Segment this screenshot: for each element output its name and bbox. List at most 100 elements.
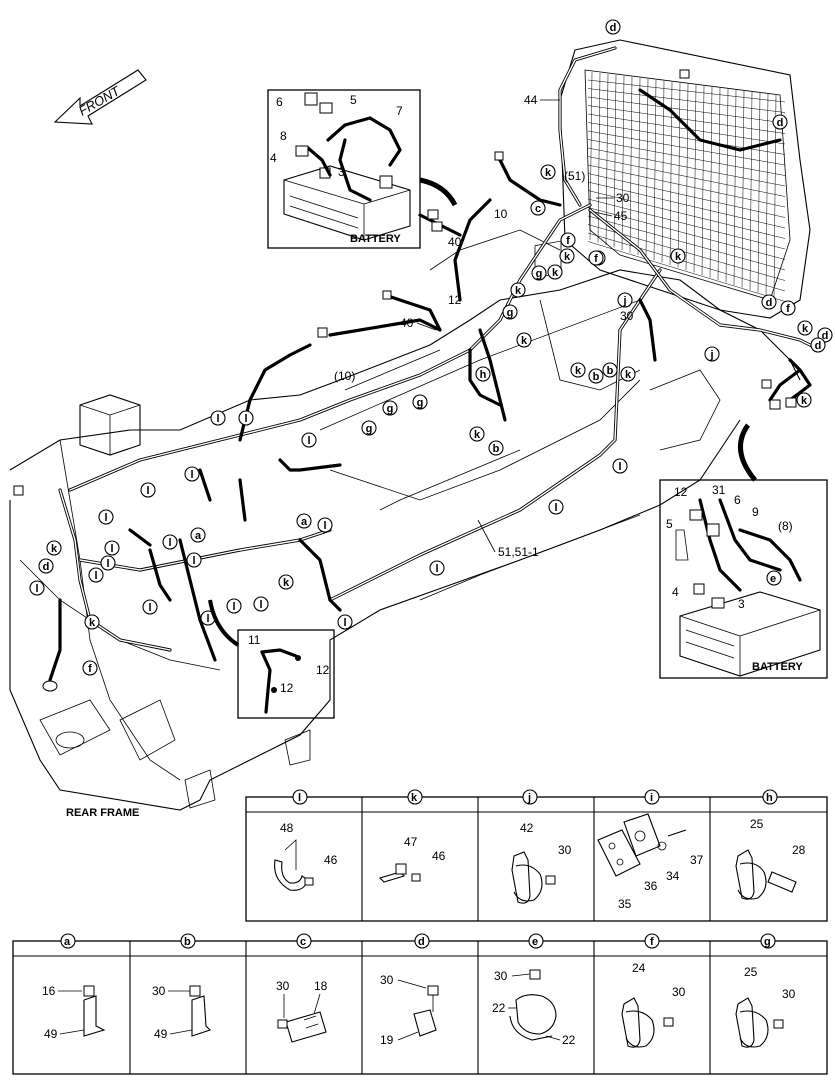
callout-letter: k (474, 429, 481, 441)
callout-letter: k (802, 323, 809, 335)
grille-mesh-line (613, 74, 617, 248)
detail-key-d: d (418, 936, 425, 948)
callout-marker: b (602, 362, 618, 378)
callout-letter: c (535, 203, 541, 215)
callout-marker: l (186, 552, 202, 568)
svg-text:47: 47 (404, 835, 418, 849)
grille-mesh-line (709, 86, 713, 278)
callout-marker: k (620, 366, 636, 382)
svg-text:25: 25 (750, 817, 764, 831)
callout-marker: k (796, 392, 812, 408)
detail-key-c: c (300, 936, 306, 948)
detail-key-j: j (527, 792, 531, 804)
svg-text:48: 48 (280, 821, 294, 835)
callout-letter: f (594, 253, 598, 265)
callout-marker: j (704, 346, 720, 362)
svg-text:42: 42 (520, 821, 534, 835)
callout-letter: f (566, 235, 570, 247)
callout-letter: k (625, 369, 632, 381)
callout-marker: l (140, 482, 156, 498)
callout-marker: l (210, 410, 226, 426)
grille-mesh-line (587, 156, 786, 197)
svg-text:30: 30 (276, 979, 290, 993)
callout-letter: l (168, 537, 171, 549)
br-label-12: 12 (674, 485, 688, 499)
svg-text:36: 36 (644, 879, 658, 893)
callout-marker: l (253, 596, 269, 612)
callout-letter: l (232, 601, 235, 613)
front-arrow: FRONT (53, 69, 147, 125)
callout-letter: l (35, 583, 38, 595)
callout-marker: l (301, 432, 317, 448)
callout-marker: g (412, 394, 428, 410)
grille-mesh-line (725, 88, 729, 283)
callout-letter: l (146, 485, 149, 497)
callout-marker: g (382, 400, 398, 416)
label-51: (51) (564, 169, 585, 183)
detail-key-g: g (764, 936, 771, 948)
rear-frame-label: REAR FRAME (66, 807, 139, 819)
callout-letter: b (607, 365, 614, 377)
br-label-6: 6 (734, 493, 741, 507)
svg-text:49: 49 (154, 1027, 168, 1041)
callout-letter: d (43, 561, 50, 573)
inset-part-11: 11 12 12 (208, 599, 335, 719)
svg-text:16: 16 (42, 984, 56, 998)
callout-letter: l (216, 413, 219, 425)
callout-marker: d (772, 114, 788, 130)
br-label-9: 9 (752, 505, 759, 519)
grille-mesh-line (701, 85, 705, 276)
main-part-labels: 51,51-1 44 (51) 30 45 10 40 12 40 30 (10… (66, 93, 634, 819)
svg-text:30: 30 (782, 987, 796, 1001)
detail-key-i: i (650, 792, 653, 804)
grille-mesh-line (587, 164, 786, 208)
detail-key-a: a (64, 936, 71, 948)
callout-letter: l (148, 602, 151, 614)
callout-marker: k (540, 164, 556, 180)
callout-letter: k (801, 395, 808, 407)
svg-text:24: 24 (632, 961, 646, 975)
label-12: 12 (448, 293, 462, 307)
callout-letter: l (206, 613, 209, 625)
callout-letter: d (777, 117, 784, 129)
callout-letter: b (593, 371, 600, 383)
callout-marker: f (560, 232, 576, 248)
callout-letter: d (610, 22, 617, 34)
callout-letter: l (94, 570, 97, 582)
callout-marker: d (38, 558, 54, 574)
svg-text:46: 46 (324, 853, 338, 867)
battery-right-label: BATTERY (752, 661, 803, 673)
grille-mesh-line (587, 190, 786, 239)
svg-text:35: 35 (618, 897, 632, 911)
grille-mesh-line (587, 79, 786, 103)
callout-letter: k (521, 335, 528, 347)
callout-marker: l (184, 466, 200, 482)
br-label-4: 4 (672, 585, 679, 599)
callout-letter: l (192, 555, 195, 567)
grille-mesh-line (587, 207, 786, 260)
callout-marker: f (82, 660, 98, 676)
callout-marker: b (488, 440, 504, 456)
svg-text:30: 30 (672, 985, 686, 999)
callout-letter: k (675, 251, 682, 263)
callout-letter: d (766, 297, 773, 309)
callout-letter: l (190, 469, 193, 481)
callout-letter: d (815, 340, 822, 352)
grille-mesh-line (587, 88, 786, 113)
callout-marker: l (162, 534, 178, 550)
svg-text:37: 37 (690, 853, 704, 867)
bt-label-8: 8 (280, 129, 287, 143)
callout-marker: g (361, 420, 377, 436)
grille-mesh-line (587, 96, 786, 124)
callout-letter: l (435, 563, 438, 575)
callout-marker: l (88, 567, 104, 583)
detail-key-b: b (184, 936, 191, 948)
callout-marker: k (510, 282, 526, 298)
svg-text:46: 46 (432, 849, 446, 863)
label-harness: 51,51-1 (498, 545, 539, 559)
callout-marker: k (469, 426, 485, 442)
callout-letter: k (89, 617, 96, 629)
bt-label-4: 4 (270, 151, 277, 165)
label-44: 44 (524, 93, 538, 107)
